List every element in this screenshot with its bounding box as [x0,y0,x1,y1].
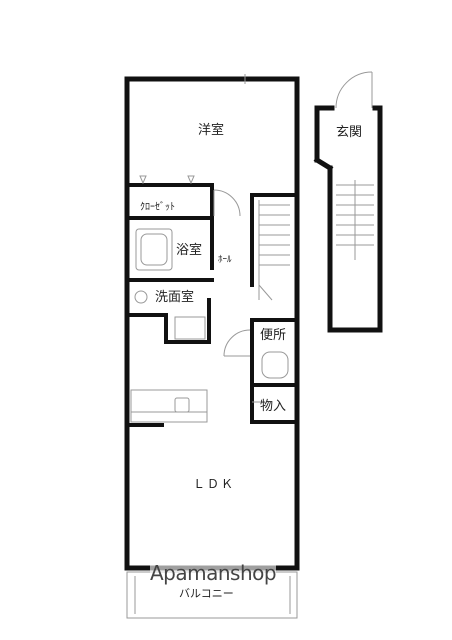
entrance-label: 玄関 [336,125,363,140]
fixtures [126,74,298,619]
storage-label: 物入 [260,399,287,414]
watermark: Apamanshop [150,561,277,585]
interior-walls [125,183,299,427]
balcony-label: バルコニー [179,587,234,600]
bath-label: 浴室 [176,243,203,258]
hall-label: ﾎｰﾙ [218,255,232,265]
entrance-walls [313,105,383,333]
outer-walls [124,76,300,571]
ldk-label: ＬＤＫ [193,477,236,491]
closet-label: ｸﾛｰｾﾞｯﾄ [140,202,175,213]
toilet-label: 便所 [260,328,287,343]
bedroom-label: 洋室 [198,123,225,138]
entrance-fixtures [335,71,374,260]
washroom-label: 洗面室 [155,290,195,305]
